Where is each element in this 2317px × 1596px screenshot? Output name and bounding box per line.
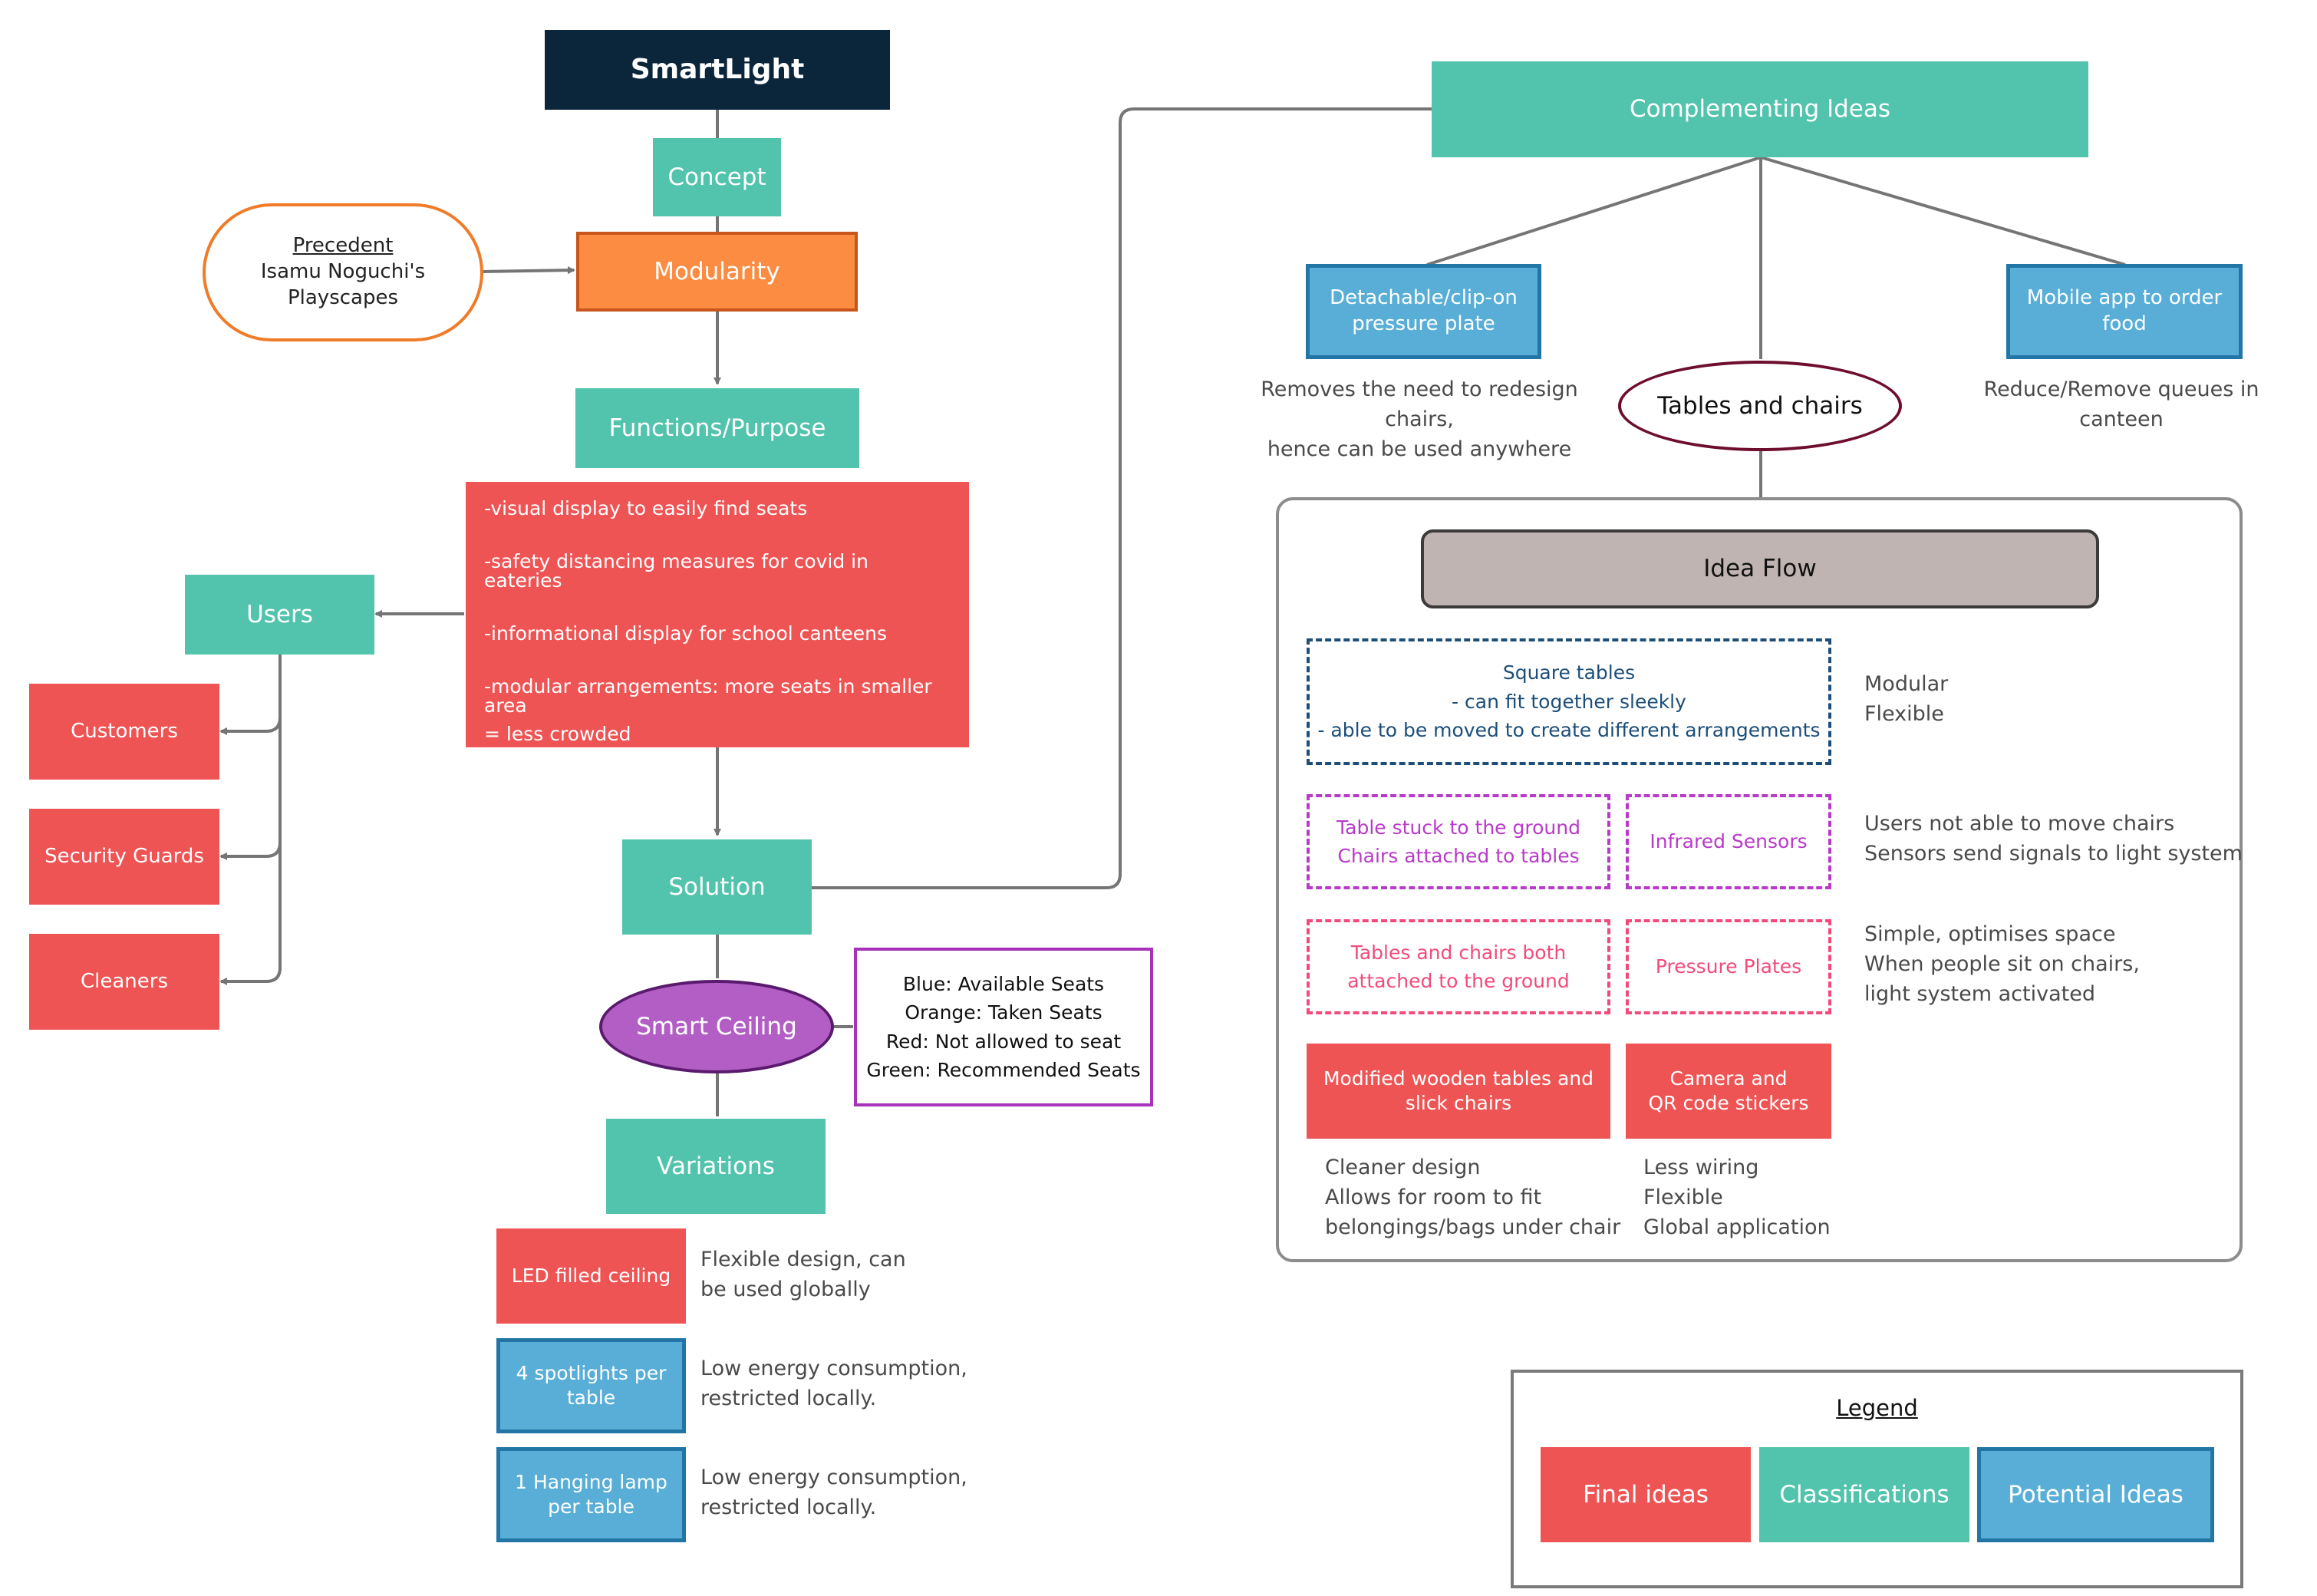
variations-node: Variations: [606, 1119, 826, 1214]
concept-node: Concept: [653, 138, 781, 216]
detachable-plate-node: Detachable/clip-on pressure plate: [1306, 264, 1541, 359]
square-tables-box: Square tables - can fit together sleekly…: [1307, 638, 1831, 765]
functions-title-node: Functions/Purpose: [575, 388, 859, 468]
variation-hanging-note: Low energy consumption, restricted local…: [700, 1466, 967, 1520]
connector-complementing-mobile: [1760, 156, 2126, 266]
color-key-item: Green: Recommended Seats: [866, 1059, 1141, 1081]
precedent-heading: Precedent: [292, 234, 394, 258]
color-key-item: Red: Not allowed to seat: [885, 1030, 1122, 1053]
wooden-tables-node: Modified wooden tables and slick chairs: [1307, 1044, 1610, 1139]
color-key-box: Blue: Available Seats Orange: Taken Seat…: [854, 948, 1153, 1106]
arrow-users-security: [219, 717, 282, 860]
idea-flow-title: Idea Flow: [1421, 529, 2099, 608]
pressure-plates-box: Pressure Plates: [1626, 919, 1831, 1014]
tables-and-chairs-node: Tables and chairs: [1618, 361, 1902, 451]
arrow-users-cleaners: [219, 843, 282, 985]
variation-led-note: Flexible design, can be used globally: [700, 1248, 906, 1302]
user-cleaners: Cleaners: [29, 934, 219, 1030]
functions-list: -visual display to easily find seats -sa…: [466, 482, 969, 747]
legend-title: Legend: [1836, 1395, 1918, 1421]
smartlight-title: SmartLight: [545, 30, 890, 110]
mobile-note: Reduce/Remove queues in canteen: [1983, 378, 2259, 432]
smart-ceiling-node: Smart Ceiling: [599, 980, 834, 1073]
row2-note: Users not able to move chairs Sensors se…: [1864, 812, 2243, 866]
arrow-users-customers: [219, 654, 282, 735]
solution-node: Solution: [622, 839, 812, 935]
function-item: -visual display to easily find seats: [484, 497, 808, 519]
mobile-app-node: Mobile app to order food: [2006, 264, 2243, 359]
infrared-sensors-box: Infrared Sensors: [1626, 794, 1831, 889]
precedent-line2: Playscapes: [287, 285, 399, 309]
idea-flow-container: [1276, 497, 2243, 1262]
precedent-line1: Isamu Noguchi's: [260, 260, 426, 284]
variation-spotlights-note: Low energy consumption, restricted local…: [700, 1357, 967, 1411]
arrow-precedent-modularity: [483, 266, 575, 275]
variation-spotlights: 4 spotlights per table: [496, 1338, 686, 1433]
function-item: -informational display for school cantee…: [484, 622, 887, 645]
user-customers: Customers: [29, 684, 219, 780]
camera-note: Less wiring Flexible Global application: [1643, 1156, 1831, 1240]
connector-solution-complementing: [812, 107, 1433, 889]
legend-box: [1511, 1370, 2243, 1588]
legend-classifications: Classifications: [1759, 1447, 1969, 1542]
tables-chairs-ground-box: Tables and chairs both attached to the g…: [1307, 919, 1610, 1014]
precedent-node: Precedent Isamu Noguchi's Playscapes: [203, 203, 483, 341]
detachable-note: Removes the need to redesign chairs, hen…: [1261, 378, 1578, 462]
wooden-note: Cleaner design Allows for room to fit be…: [1325, 1156, 1621, 1240]
legend-final-ideas: Final ideas: [1541, 1447, 1751, 1542]
complementing-ideas-node: Complementing Ideas: [1432, 61, 2088, 157]
function-item: -modular arrangements: more seats in sma…: [484, 675, 932, 717]
function-item: -safety distancing measures for covid in…: [484, 550, 868, 592]
connector-complementing-detachable: [1426, 156, 1762, 266]
color-key-item: Blue: Available Seats: [902, 972, 1105, 995]
color-key-item: Orange: Taken Seats: [905, 1001, 1102, 1024]
camera-qr-node: Camera and QR code stickers: [1626, 1044, 1831, 1139]
modularity-node: Modularity: [576, 232, 858, 312]
variation-led-ceiling: LED filled ceiling: [496, 1228, 686, 1324]
users-node: Users: [185, 575, 374, 655]
variation-hanging-lamp: 1 Hanging lamp per table: [496, 1447, 686, 1542]
legend-potential-ideas: Potential Ideas: [1977, 1447, 2214, 1542]
table-stuck-box: Table stuck to the ground Chairs attache…: [1307, 794, 1610, 889]
row3-note: Simple, optimises space When people sit …: [1864, 922, 2140, 1007]
function-item: = less crowded: [484, 723, 631, 745]
square-tables-note: Modular Flexible: [1864, 672, 1949, 727]
user-security-guards: Security Guards: [29, 809, 219, 905]
